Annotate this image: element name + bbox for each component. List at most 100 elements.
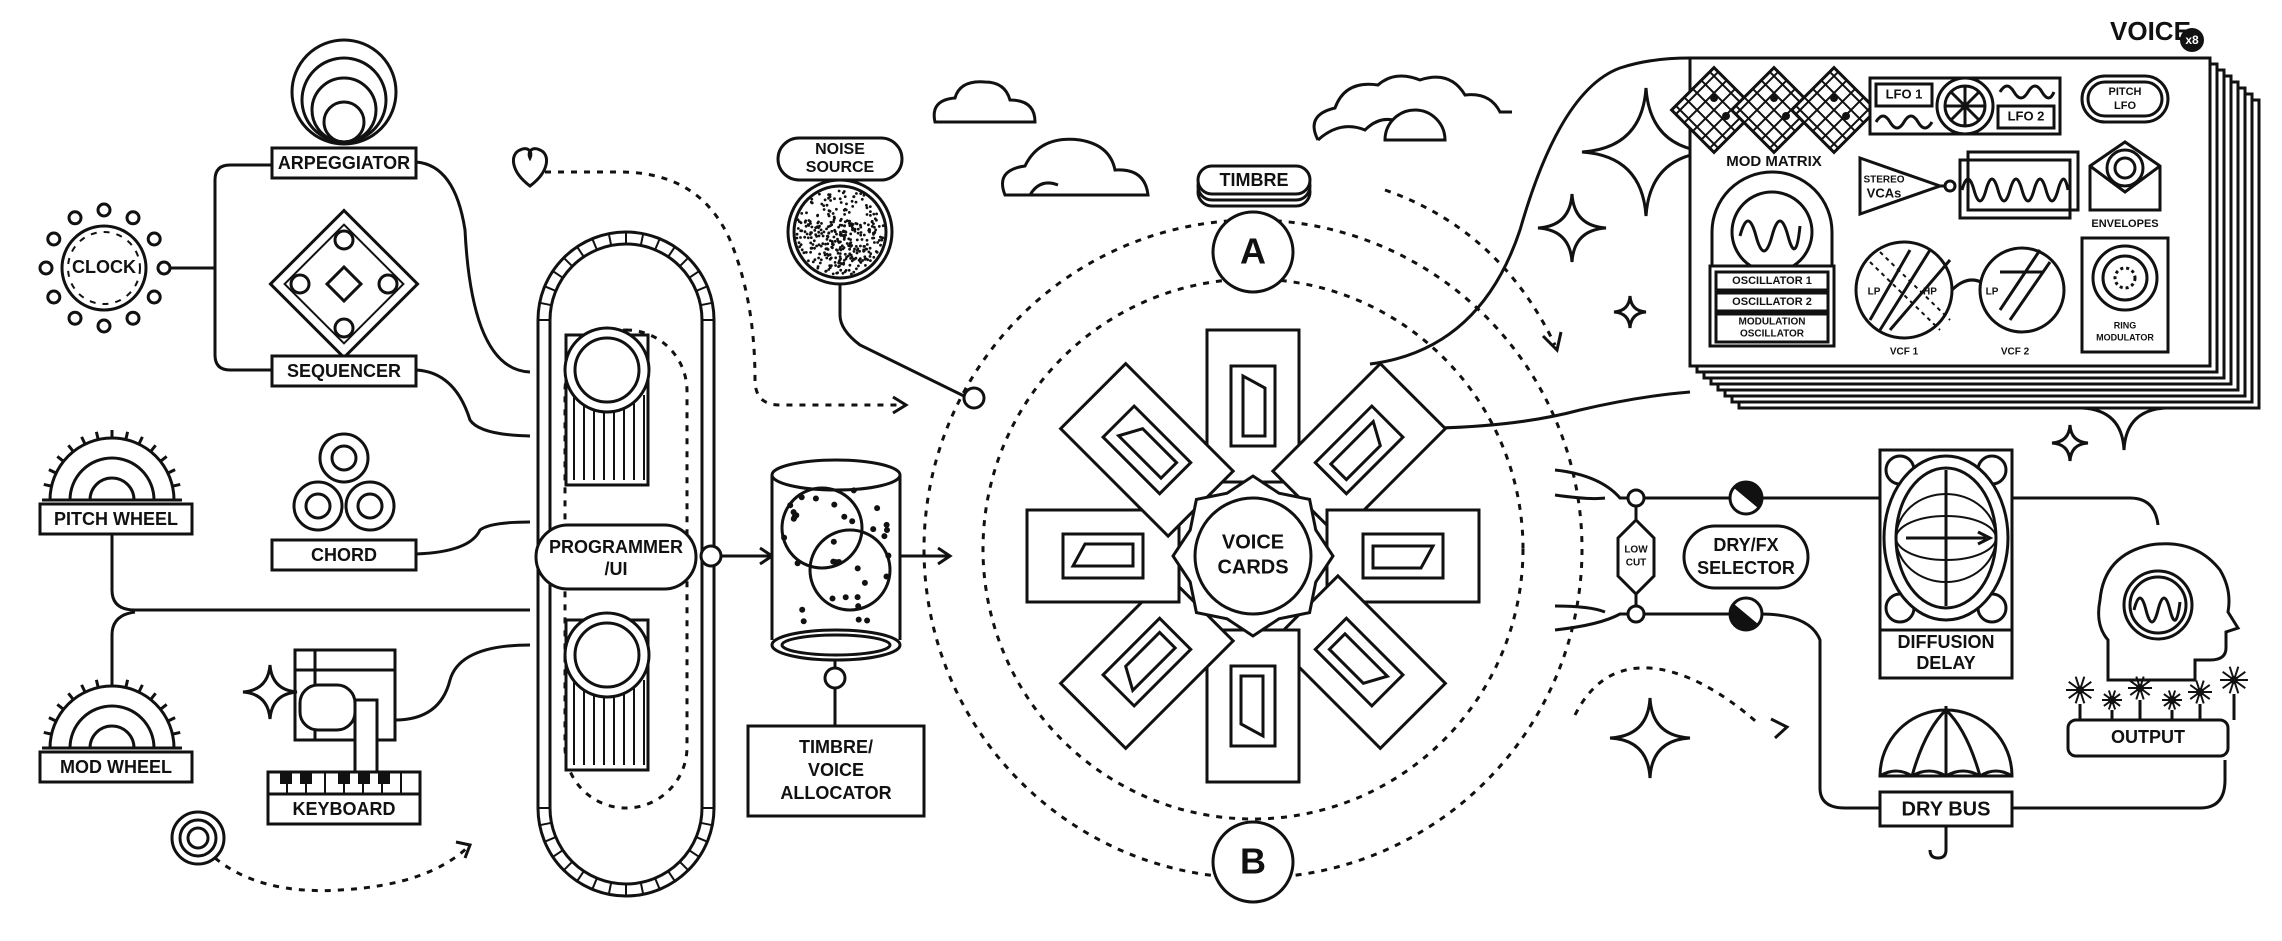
noise-speck: [844, 269, 848, 272]
wheel-tooth: [124, 431, 130, 440]
voice-dot: [842, 594, 849, 601]
noise-speck: [817, 243, 821, 247]
programmer-stripe: [695, 285, 708, 292]
allocator-label-1: TIMBRE/: [799, 737, 873, 757]
noise-speck: [810, 246, 814, 250]
voice-dot: [855, 616, 862, 623]
noise-speck: [821, 234, 825, 238]
fader-cylinder-top: [563, 326, 651, 487]
noise-speck: [836, 239, 840, 243]
noise-speck: [854, 200, 858, 204]
programmer-stripe: [563, 860, 574, 871]
voice-dot: [799, 606, 806, 613]
head-icon: [2097, 542, 2241, 682]
low-cut-label-2: CUT: [1626, 558, 1647, 569]
voice-panel: VOICE x8 MOD MATRIX LFO 1 LFO 2 PITCH LF…: [1669, 16, 2261, 410]
clock-dot: [67, 310, 83, 326]
noise-speck: [796, 227, 800, 230]
noise-speck: [857, 264, 860, 268]
programmer-stripe: [552, 849, 564, 858]
noise-speck: [830, 229, 834, 233]
noise-speck: [806, 236, 810, 240]
noise-speck: [826, 242, 830, 246]
lfo2-label: LFO 2: [2008, 108, 2045, 123]
noise-speck: [812, 239, 816, 243]
allocator-label-3: ALLOCATOR: [780, 783, 891, 803]
programmer-stripe: [576, 246, 585, 258]
voice-dot: [849, 518, 856, 525]
noise-speck: [836, 249, 839, 252]
wheel-tooth: [137, 684, 144, 693]
noise-speck: [852, 250, 856, 253]
flower-center: [2076, 686, 2084, 694]
noise-speck: [870, 220, 874, 224]
noise-speck: [799, 243, 803, 247]
noise-speck: [863, 245, 866, 248]
arpeggiator-node: ARPEGGIATOR: [270, 38, 418, 180]
osc1-label: OSCILLATOR 1: [1732, 275, 1812, 287]
noise-speck: [853, 247, 856, 251]
programmer-node: PROGRAMMER /UI: [534, 230, 723, 898]
programmer-stripe: [678, 257, 689, 268]
dry-bus-label: DRY BUS: [1902, 798, 1991, 820]
programmer-stripe: [607, 882, 613, 895]
noise-speck: [875, 250, 879, 254]
noise-speck: [858, 249, 861, 253]
voice-dot: [787, 502, 794, 509]
noise-speck: [859, 233, 863, 237]
wheel-tooth: [56, 703, 65, 711]
noise-speck: [848, 263, 852, 267]
allocator-label-2: VOICE: [808, 760, 864, 780]
lfo1-label: LFO 1: [1886, 86, 1923, 101]
wheel-tooth: [172, 482, 181, 488]
noise-speck: [868, 205, 872, 209]
clock-dot: [67, 210, 83, 226]
lfo-module: LFO 1 LFO 2: [1868, 76, 2062, 136]
voice-dot: [833, 559, 839, 566]
noise-speck: [811, 260, 815, 264]
programmer-stripe: [539, 821, 552, 827]
clock-dot: [46, 289, 62, 305]
noise-speck: [838, 255, 842, 258]
voice-cards-label-1: VOICE: [1222, 531, 1284, 553]
noise-speck: [827, 268, 831, 271]
noise-speck: [809, 236, 813, 240]
noise-speck: [834, 264, 837, 267]
noise-speck: [875, 218, 878, 222]
wheel-tooth: [43, 730, 52, 736]
noise-speck: [849, 241, 853, 245]
programmer-stripe: [607, 233, 613, 246]
clock-dot: [146, 231, 162, 247]
noise-speck: [850, 272, 853, 276]
noise-speck: [845, 242, 849, 245]
noise-speck: [823, 253, 827, 257]
wheel-tooth: [67, 444, 75, 453]
noise-speck: [816, 214, 819, 218]
low-cut-label-1: LOW: [1624, 545, 1648, 556]
noise-speck: [833, 216, 836, 220]
noise-speck: [843, 195, 847, 199]
programmer-stripe: [654, 877, 661, 890]
noise-source-node: NOISE SOURCE: [776, 136, 904, 286]
wheel-tooth: [43, 482, 52, 488]
noise-speck: [809, 250, 812, 254]
noise-speck: [805, 211, 808, 215]
programmer-stripe: [688, 849, 700, 858]
noise-speck: [847, 222, 851, 225]
noise-speck: [879, 235, 882, 239]
voice-dot: [798, 494, 805, 501]
osc2-label: OSCILLATOR 2: [1732, 296, 1812, 308]
wheel-tooth: [48, 468, 57, 475]
noise-speck: [798, 245, 801, 249]
noise-speck: [818, 224, 821, 228]
noise-speck: [804, 224, 808, 228]
programmer-stripe: [700, 301, 713, 307]
noise-speck: [824, 269, 828, 273]
flower-center: [2196, 688, 2204, 696]
dry-fx-label-2: SELECTOR: [1697, 558, 1795, 578]
noise-speck: [865, 243, 869, 246]
mod-matrix-module: MOD MATRIX: [1669, 65, 1879, 170]
noise-speck: [813, 229, 817, 232]
clock-dot: [125, 310, 141, 326]
noise-speck: [813, 246, 816, 250]
